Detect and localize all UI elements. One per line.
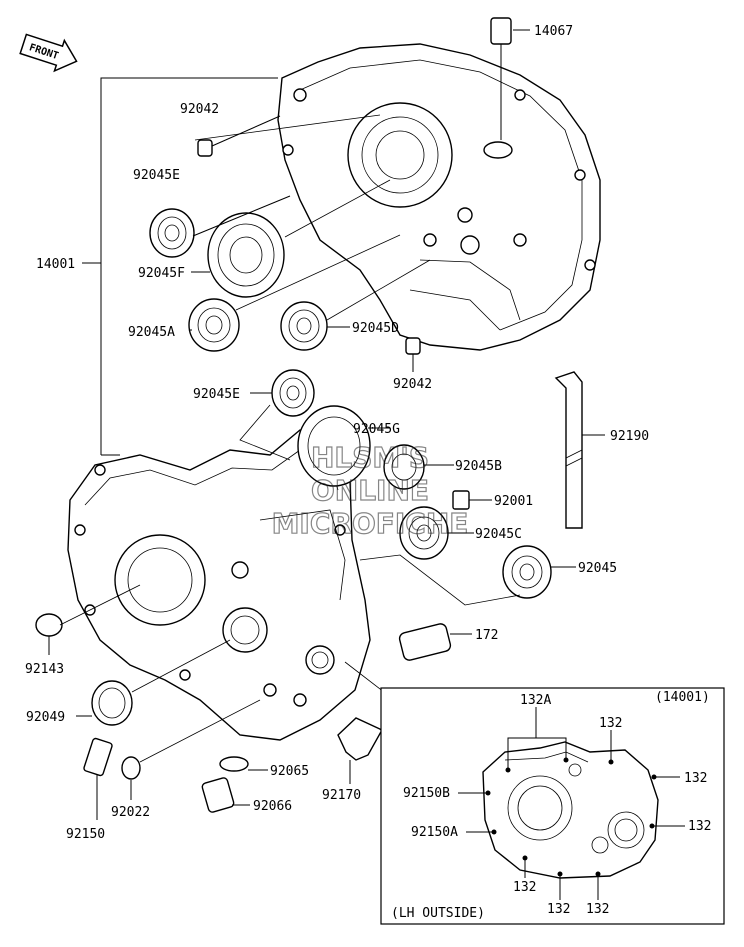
sleeve-14067 bbox=[490, 17, 512, 140]
label-92045d: 92045D bbox=[352, 321, 399, 336]
crankcase-left-half bbox=[67, 429, 371, 741]
label-92049: 92049 bbox=[26, 710, 65, 725]
bearing-92045e-mid bbox=[271, 369, 315, 417]
bearing-92045 bbox=[502, 545, 552, 599]
watermark-line-1: HLSM'S bbox=[311, 441, 429, 474]
label-14001: 14001 bbox=[36, 257, 75, 272]
inset-label-132-bottom-3: 132 bbox=[586, 902, 609, 917]
front-arrow-icon: FRONT bbox=[19, 33, 78, 73]
label-92045e-mid: 92045E bbox=[193, 387, 240, 402]
bolt-92150 bbox=[83, 737, 113, 777]
bearing-92045f bbox=[207, 212, 285, 298]
label-92190: 92190 bbox=[610, 429, 649, 444]
label-92001: 92001 bbox=[494, 494, 533, 509]
inset-caption: (LH OUTSIDE) bbox=[391, 906, 485, 921]
clamp-92170 bbox=[337, 717, 383, 761]
crankcase-right-half bbox=[277, 43, 601, 351]
washer-92065 bbox=[219, 756, 249, 772]
inset-label-92150b: 92150B bbox=[403, 786, 450, 801]
plug-92066 bbox=[201, 777, 235, 813]
breather-hose-92190 bbox=[554, 371, 583, 529]
label-92045e-top: 92045E bbox=[133, 168, 180, 183]
dowel-pin-92042-top bbox=[197, 139, 213, 157]
bearing-92045a bbox=[188, 298, 240, 352]
label-92042-mid: 92042 bbox=[393, 377, 432, 392]
oil-seal-92143 bbox=[35, 613, 63, 637]
label-172: 172 bbox=[475, 628, 498, 643]
label-14067: 14067 bbox=[534, 24, 573, 39]
inset-label-132-bottom-2: 132 bbox=[547, 902, 570, 917]
inset-label-132a: 132A bbox=[520, 693, 551, 708]
label-92045f: 92045F bbox=[138, 266, 185, 281]
label-92045a: 92045A bbox=[128, 325, 175, 340]
inset-label-132-right-2: 132 bbox=[688, 819, 711, 834]
inset-label-132-bottom-1: 132 bbox=[513, 880, 536, 895]
watermark: HLSM'S ONLINE MICROFICHE bbox=[271, 440, 469, 540]
washer-92022 bbox=[121, 756, 141, 780]
bearing-92045d bbox=[280, 301, 328, 351]
label-92143: 92143 bbox=[25, 662, 64, 677]
dowel-pin-92042-mid bbox=[405, 337, 421, 355]
callout-labels: 14067 92042 92045E 14001 92045F 92045A 9… bbox=[25, 24, 649, 842]
watermark-line-2: ONLINE bbox=[311, 474, 429, 507]
inset-label-92150a: 92150A bbox=[411, 825, 458, 840]
inset-label-132-top: 132 bbox=[599, 716, 622, 731]
label-92045g: 92045G bbox=[353, 422, 400, 437]
label-92022: 92022 bbox=[111, 805, 150, 820]
label-92065: 92065 bbox=[270, 764, 309, 779]
label-92150: 92150 bbox=[66, 827, 105, 842]
watermark-line-3: MICROFICHE bbox=[272, 507, 469, 540]
inset-ref-label: (14001) bbox=[655, 690, 710, 705]
bearing-92045g bbox=[297, 405, 371, 487]
bearing-92045e-top bbox=[149, 208, 195, 258]
inset-label-132-right-1: 132 bbox=[684, 771, 707, 786]
inset-lh-outside: (14001) (LH OUTSIDE) 132A 132 bbox=[380, 687, 725, 925]
label-92170: 92170 bbox=[322, 788, 361, 803]
stud-172 bbox=[398, 623, 452, 661]
label-92045: 92045 bbox=[578, 561, 617, 576]
label-92042-top: 92042 bbox=[180, 102, 219, 117]
oil-seal-92049 bbox=[91, 680, 133, 726]
label-92045c: 92045C bbox=[475, 527, 522, 542]
label-92045b: 92045B bbox=[455, 459, 502, 474]
label-92066: 92066 bbox=[253, 799, 292, 814]
bearing-92045b bbox=[383, 444, 425, 490]
